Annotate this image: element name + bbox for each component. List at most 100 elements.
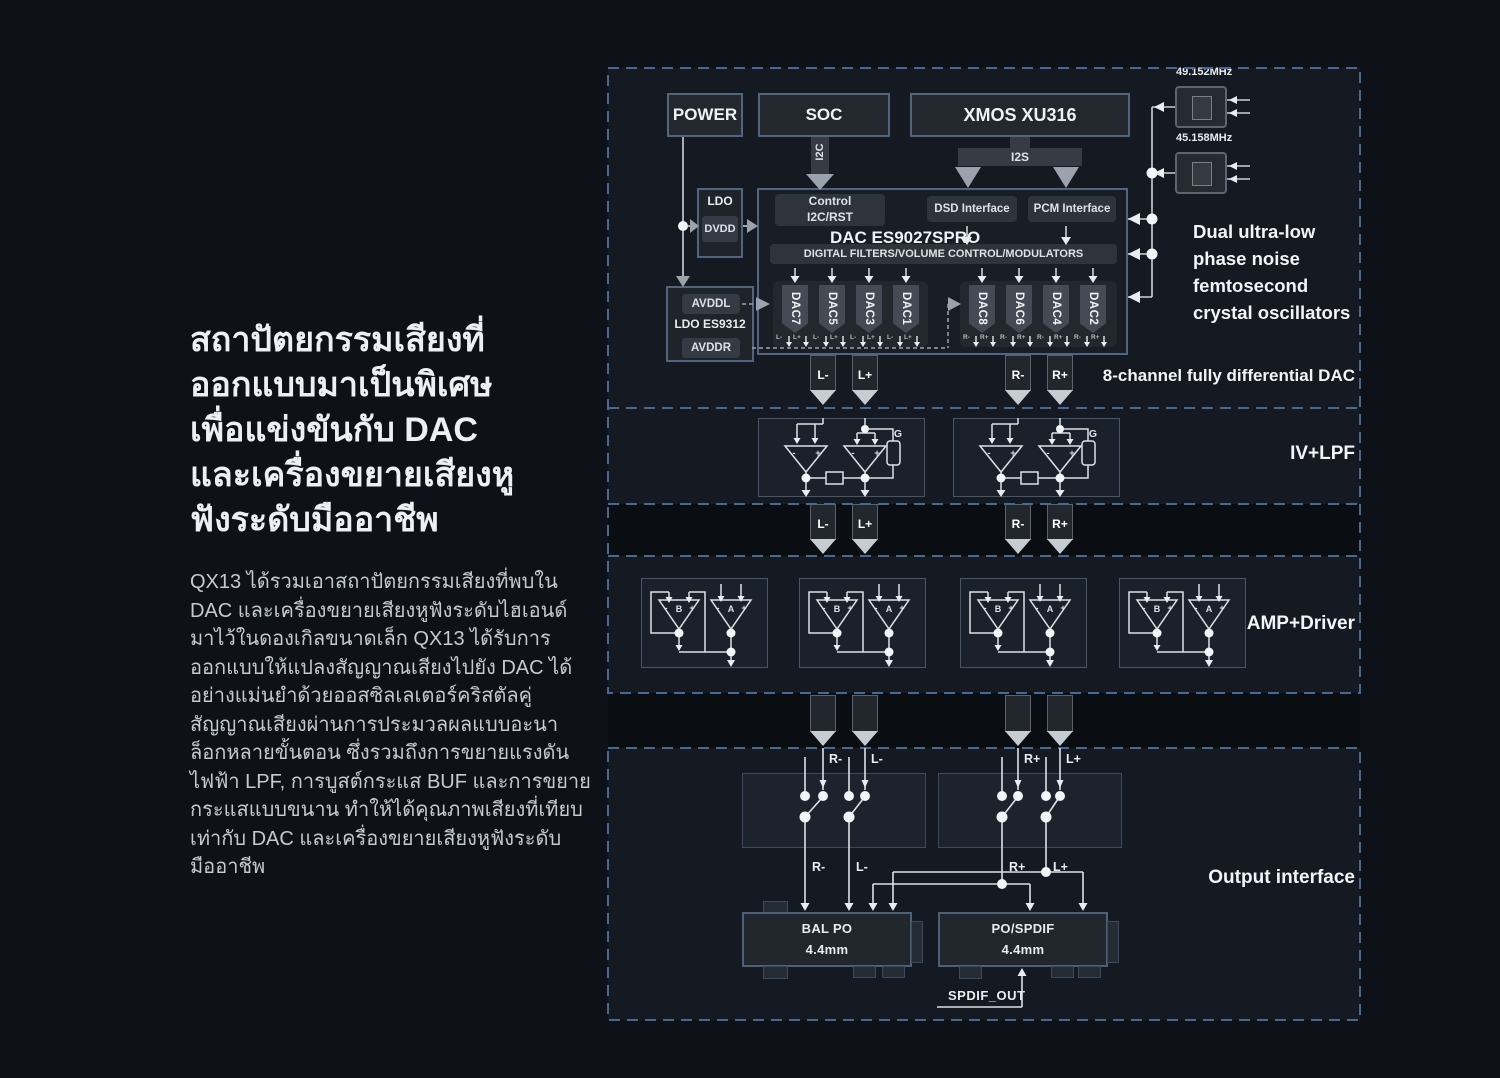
oscillator-caption: Dual ultra-low phase noise femtosecond c… (1193, 218, 1350, 326)
body-line: มาไว้ในดองเกิลขนาดเล็ก QX13 ได้รับการ (190, 628, 551, 650)
i2c-bus-label: I2C (814, 143, 826, 161)
dvdd-rail: DVDD (702, 216, 738, 242)
bus-arrow: L+ (852, 355, 878, 405)
power-box: POWER (667, 93, 743, 137)
title-line: และเครื่องขยายเสียงหู (190, 456, 515, 494)
dac-chip: DAC6 (1006, 285, 1032, 333)
signal-label: L- (856, 860, 868, 874)
bus-arrow-label: R+ (1052, 517, 1068, 531)
balanced-output-jack: BAL PO 4.4mm (742, 912, 912, 967)
caption-line: phase noise (1193, 248, 1300, 269)
ldo-title: LDO (707, 194, 733, 208)
control-label: Control (808, 194, 852, 209)
pin-label: L- (776, 334, 783, 341)
bus-arrow: R- (1005, 504, 1031, 554)
section-label-output: Output interface (1208, 867, 1355, 888)
signal-label: R+ (1009, 860, 1026, 874)
arrow-tip (1005, 731, 1031, 746)
body-line: ออกแบบให้แปลงสัญญาณเสียงไปยัง DAC ได้ (190, 656, 573, 679)
pin-label: R- (1074, 334, 1081, 341)
bus-arrow-label: L+ (857, 517, 873, 531)
amp-circuit-box (641, 578, 768, 668)
arrow-tip (1047, 731, 1073, 746)
title-line: ออกแบบมาเป็นพิเศษ (190, 366, 493, 404)
amp-circuit-box (799, 578, 926, 668)
caption-line: crystal oscillators (1193, 302, 1351, 323)
dac-channel-1: DAC1 L- L+ (887, 285, 925, 349)
pin-label: L+ (867, 334, 875, 341)
arrow-tip (1047, 539, 1073, 554)
divider-band-1 (608, 504, 1360, 556)
body-line: สัญญาณเสียงผ่านการประมวลผลแบบอะนา (190, 713, 559, 736)
jack-tab (763, 966, 788, 979)
title-line: ฟังระดับมืออาชีพ (190, 501, 439, 539)
arrow-tip (852, 390, 878, 405)
dac-channel-8: DAC8 R- R+ (963, 285, 1001, 349)
avddl-rail: AVDDL (682, 294, 740, 314)
dac-channel-5: DAC5 L- L+ (813, 285, 851, 349)
jack-tab (959, 966, 982, 979)
signal-label: L- (871, 752, 883, 766)
body-line: ล็อกหลายขั้นตอน ซึ่งรวมถึงการขยายแรงดัน (190, 742, 570, 764)
dac-control-box: Control I2C/RST (775, 194, 885, 226)
signal-label: R+ (1024, 752, 1041, 766)
dac-chip: DAC3 (856, 285, 882, 333)
dac-channel-4: DAC4 R- R+ (1037, 285, 1075, 349)
jack-tab (853, 966, 876, 978)
title-line: สถาปัตยกรรมเสียงที่ (190, 321, 485, 359)
crystal-oscillator-icon (1175, 152, 1227, 194)
arrow-tip (852, 539, 878, 554)
pin-label: L+ (793, 334, 801, 341)
pin-label: R- (1037, 334, 1044, 341)
pin-label: R- (1000, 334, 1007, 341)
dac-channel-2: DAC2 R- R+ (1074, 285, 1112, 349)
osc1-frequency-label: 49.152MHz (1176, 66, 1233, 78)
pcm-interface-box: PCM Interface (1028, 196, 1116, 222)
i2s-bus: I2S (958, 148, 1082, 166)
description-text: QX13 ได้รวมเอาสถาปัตยกรรมเสียงที่พบใน DA… (190, 568, 591, 882)
section-label-dac: 8-channel fully differential DAC (1102, 366, 1355, 385)
spdif-out-label: SPDIF_OUT (948, 988, 1026, 1003)
jack-size-label: 4.4mm (1001, 941, 1045, 957)
body-line: อย่างแม่นยำด้วยออสซิลเลเตอร์คริสตัลคู่ (190, 685, 533, 707)
divider-band-2 (608, 693, 1360, 748)
avddr-rail: AVDDR (682, 338, 740, 358)
pin-label: R- (963, 334, 970, 341)
pin-label: L- (887, 334, 894, 341)
soc-box: SOC (758, 93, 890, 137)
bus-arrow-label: L+ (857, 368, 873, 382)
pin-label: R+ (1017, 334, 1026, 341)
body-line: มืออาชีพ (190, 856, 266, 878)
dac-chip: DAC1 (893, 285, 919, 333)
signal-label: R- (812, 860, 826, 874)
arrow-tip (1005, 539, 1031, 554)
pin-label: R+ (1054, 334, 1063, 341)
dsd-interface-box: DSD Interface (927, 196, 1017, 222)
dac-channel-6: DAC6 R- R+ (1000, 285, 1038, 349)
body-line: DAC และเครื่องขยายเสียงหูฟังระดับไฮเอนด์ (190, 599, 568, 622)
bus-arrow (810, 695, 836, 746)
bus-arrow (1047, 695, 1073, 746)
crystal-oscillator-icon (1175, 86, 1227, 128)
jack-tab (1051, 966, 1074, 978)
ldo-es9312-title: LDO ES9312 (674, 317, 746, 331)
pin-label: L- (850, 334, 857, 341)
jack-tab (1078, 966, 1101, 978)
bus-arrow-label: R+ (1052, 368, 1068, 382)
bus-arrow (1005, 695, 1031, 746)
arrow-tip (852, 731, 878, 746)
dac-chip: DAC4 (1043, 285, 1069, 333)
arrow-tip (1047, 390, 1073, 405)
dac-chip: DAC5 (819, 285, 845, 333)
bus-arrow: R+ (1047, 504, 1073, 554)
arrow-tip (1005, 390, 1031, 405)
jack-label: BAL PO (801, 921, 853, 937)
title-line: เพื่อแข่งขันกับ DAC (190, 411, 478, 449)
body-line: ไฟฟ้า LPF, การบูสต์กระแส BUF และการขยาย (190, 770, 591, 793)
bus-arrow (852, 695, 878, 746)
dac-channel-7: DAC7 L- L+ (776, 285, 814, 349)
output-switch-panel-left (742, 773, 926, 848)
jack-size-label: 4.4mm (805, 941, 849, 957)
osc2-frequency-label: 45.158MHz (1176, 132, 1233, 144)
